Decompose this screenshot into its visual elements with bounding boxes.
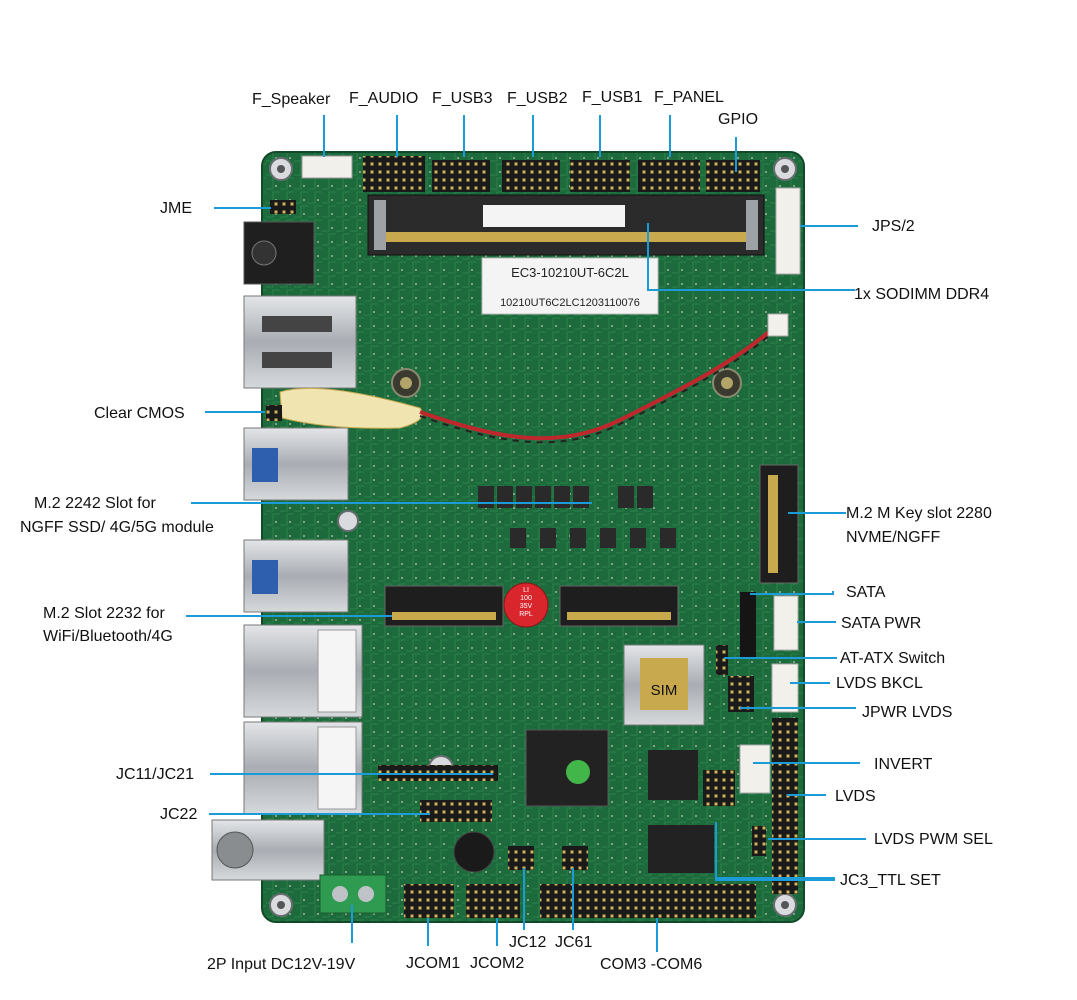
lvds-pwm-jumper xyxy=(752,826,766,856)
label-sodimm: 1x SODIMM DDR4 xyxy=(854,286,990,303)
label-at-atx: AT-ATX Switch xyxy=(840,650,946,667)
sticker-serial-text: 10210UT6C2LC1203110076 xyxy=(500,297,640,309)
label-f-usb3: F_USB3 xyxy=(432,90,493,107)
m2-slots xyxy=(384,464,799,627)
label-jc22: JC22 xyxy=(160,806,198,823)
label-m2-mkey-line1: M.2 M Key slot 2280 xyxy=(846,505,992,522)
label-lvds-pwm-sel: LVDS PWM SEL xyxy=(874,831,993,848)
buzzer xyxy=(453,831,495,873)
cpu-sticker: EC3-10210UT-6C2L 10210UT6C2LC1203110076 xyxy=(481,257,659,315)
hdmi-ports xyxy=(243,295,357,389)
invert-connector xyxy=(739,744,771,794)
jme-jumper xyxy=(270,200,296,214)
label-jps2: JPS/2 xyxy=(872,218,915,235)
label-m2-2232-line1: M.2 Slot 2232 for xyxy=(43,605,165,622)
chips xyxy=(453,486,714,873)
com3-com6-header xyxy=(540,884,756,918)
top-headers xyxy=(301,155,760,192)
label-f-speaker: F_Speaker xyxy=(252,91,331,108)
label-f-usb2: F_USB2 xyxy=(507,90,568,107)
clear-cmos-jumper xyxy=(266,405,282,421)
sodimm-slot xyxy=(367,194,765,256)
label-lvds-bkcl: LVDS BKCL xyxy=(836,675,923,692)
jc12-jumper xyxy=(508,846,534,870)
label-lvds: LVDS xyxy=(835,788,876,805)
jps2-connector xyxy=(775,187,801,275)
label-gpio: GPIO xyxy=(718,111,759,128)
jcom2-header xyxy=(466,884,520,918)
label-f-audio: F_AUDIO xyxy=(349,90,419,107)
label-m2-2242-line1: M.2 2242 Slot for xyxy=(34,495,156,512)
jpwr-lvds-jumper xyxy=(728,676,754,712)
jcom1-header xyxy=(404,884,454,918)
f-usb2-header xyxy=(502,160,560,192)
label-jc61: JC61 xyxy=(555,934,593,951)
bottom-headers xyxy=(378,765,756,918)
label-jc12: JC12 xyxy=(509,934,547,951)
lvds-bkcl-connector xyxy=(771,663,799,713)
f-usb3-header xyxy=(432,160,490,192)
mounting-holes xyxy=(269,157,797,917)
label-jc3-ttl-set: JC3_TTL SET xyxy=(840,872,941,889)
f-audio-header xyxy=(363,156,425,192)
label-jpwr-lvds: JPWR LVDS xyxy=(862,704,953,721)
lvds-header xyxy=(772,718,798,894)
jc3-jumper xyxy=(703,770,735,806)
label-f-usb1: F_USB1 xyxy=(582,89,643,106)
label-sata-pwr: SATA PWR xyxy=(841,615,922,632)
label-jme: JME xyxy=(160,200,192,217)
label-sata: SATA xyxy=(846,584,886,601)
cmos-battery xyxy=(266,313,789,444)
f-speaker-connector xyxy=(301,155,353,179)
label-com3-com6: COM3 -COM6 xyxy=(600,956,703,973)
sim-slot: SIM xyxy=(623,644,705,726)
f-usb1-header xyxy=(570,160,630,192)
sata-connector xyxy=(740,592,756,658)
at-atx-jumper xyxy=(716,645,728,675)
gpio-header xyxy=(706,160,760,192)
leader-lines xyxy=(186,115,866,952)
label-m2-2232-line2: WiFi/Bluetooth/4G xyxy=(43,628,173,645)
label-dc-input: 2P Input DC12V-19V xyxy=(207,956,356,973)
label-jc11-jc21: JC11/JC21 xyxy=(116,766,194,783)
m2-mkey-slot xyxy=(759,464,799,584)
label-jcom2: JCOM2 xyxy=(470,955,525,972)
label-invert: INVERT xyxy=(874,756,933,773)
label-jcom1: JCOM1 xyxy=(406,955,461,972)
label-f-panel: F_PANEL xyxy=(654,89,724,106)
right-connectors xyxy=(703,592,799,894)
rear-io xyxy=(211,295,387,914)
f-panel-header xyxy=(638,160,700,192)
label-m2-2242-line2: NGFF SSD/ 4G/5G module xyxy=(20,519,214,536)
jc22-jumper xyxy=(420,800,492,822)
sticker-main-text: EC3-10210UT-6C2L xyxy=(511,265,629,280)
sata-pwr-connector xyxy=(773,595,799,651)
label-m2-mkey-line2: NVME/NGFF xyxy=(846,529,941,546)
sim-text: SIM xyxy=(651,682,678,699)
jc61-jumper xyxy=(562,846,588,870)
label-clear-cmos: Clear CMOS xyxy=(94,405,185,422)
